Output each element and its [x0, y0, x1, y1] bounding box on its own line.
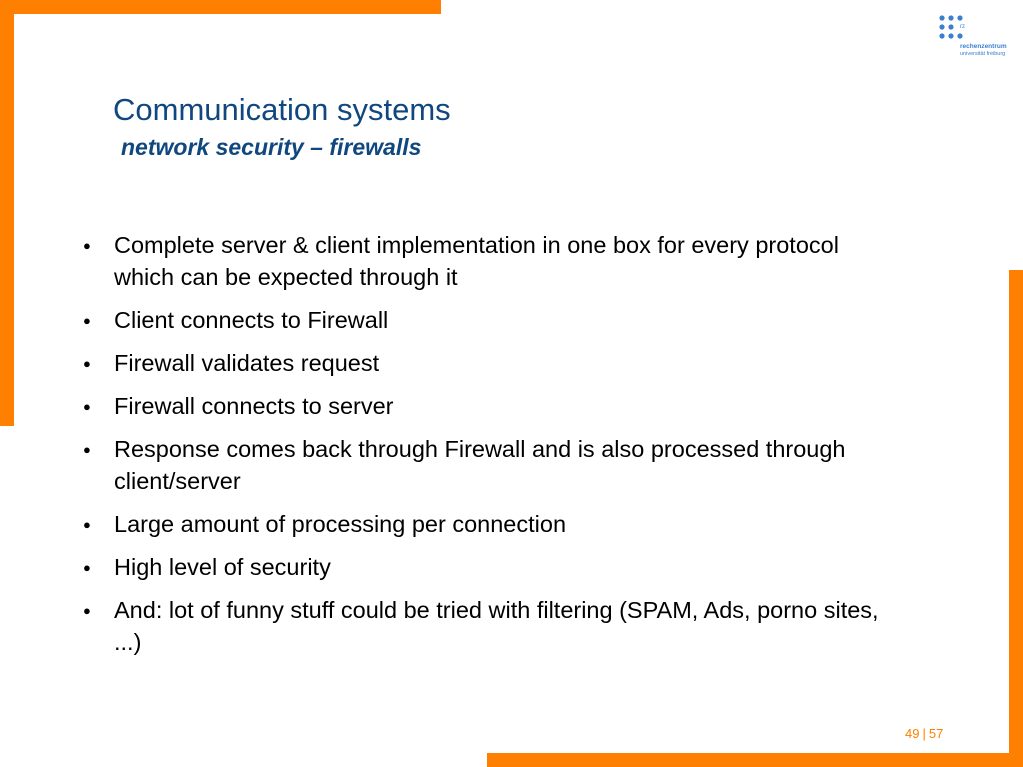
bullet-item: ● Complete server & client implementatio…	[80, 229, 900, 293]
logo-initials: rz	[960, 24, 965, 30]
bullet-dot-icon: ●	[83, 238, 91, 253]
slide-subtitle: network security – firewalls	[121, 134, 422, 160]
bullet-item: ● Firewall connects to server	[80, 390, 900, 422]
bullet-text: High level of security	[114, 554, 331, 580]
bullet-item: ● Client connects to Firewall	[80, 304, 900, 336]
logo-institution: universität freiburg	[960, 51, 1006, 57]
bullet-list: ● Complete server & client implementatio…	[80, 229, 900, 669]
bullet-item: ● High level of security	[80, 551, 900, 583]
bullet-item: ● Response comes back through Firewall a…	[80, 433, 900, 497]
bullet-text: And: lot of funny stuff could be tried w…	[114, 597, 879, 655]
page-total: 57	[928, 726, 944, 741]
orange-frame-bottom	[487, 753, 1023, 767]
bullet-dot-icon: ●	[83, 442, 91, 457]
orange-frame-top	[0, 0, 441, 14]
bullet-dot-icon: ●	[83, 313, 91, 328]
orange-frame-right	[1009, 270, 1023, 767]
bullet-item: ● Large amount of processing per connect…	[80, 508, 900, 540]
bullet-dot-icon: ●	[83, 603, 91, 618]
bullet-text: Firewall connects to server	[114, 393, 394, 419]
page-number: 49|57	[905, 726, 943, 741]
bullet-text: Firewall validates request	[114, 350, 380, 376]
bullet-dot-icon: ●	[83, 356, 91, 371]
logo-name: rechenzentrum	[960, 43, 1007, 50]
bullet-text: Large amount of processing per connectio…	[114, 511, 567, 537]
page-separator: |	[922, 726, 926, 741]
page-current: 49	[905, 726, 920, 741]
bullet-item: ● And: lot of funny stuff could be tried…	[80, 594, 900, 658]
bullet-text: Complete server & client implementation …	[114, 232, 839, 290]
slide-title: Communication systems	[113, 92, 451, 127]
rechenzentrum-logo: rz rechenzentrum universität freiburg	[938, 14, 1008, 64]
orange-frame-left	[0, 0, 14, 426]
bullet-text: Response comes back through Firewall and…	[114, 436, 846, 494]
bullet-text: Client connects to Firewall	[114, 307, 389, 333]
bullet-dot-icon: ●	[83, 399, 91, 414]
logo-dots-icon	[939, 15, 963, 39]
bullet-dot-icon: ●	[83, 560, 91, 575]
bullet-item: ● Firewall validates request	[80, 347, 900, 379]
bullet-dot-icon: ●	[83, 517, 91, 532]
